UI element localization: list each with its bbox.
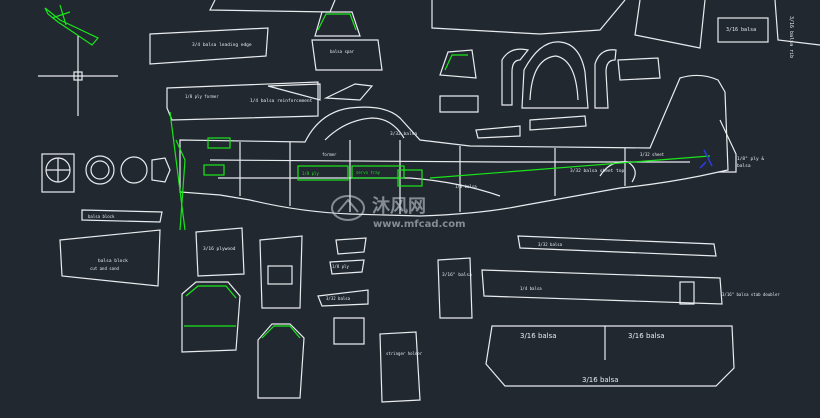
green-tail-sketch [44,4,99,46]
fin-piece-tall [437,257,473,319]
small-strip-2 [529,115,587,131]
hatch-piece [379,331,421,403]
strip-mid [317,289,369,307]
template-arch-1-green [444,54,468,71]
template-curve-b [594,49,617,109]
template-curve-a [501,48,530,106]
watermark-brand: 沐风网 [372,195,426,217]
top-wing-right [431,0,626,35]
former-green-2 [257,323,305,399]
tail-note: 1/8" ply & [737,156,764,162]
elevator-strip [517,235,717,257]
svg-text:3/32 balsa: 3/32 balsa [326,296,351,301]
svg-text:balsa: balsa [737,163,751,169]
wing-panel-label: 3/4 balsa leading edge [192,42,252,48]
ply-plate-label: 3/16 plywood [203,246,236,252]
top-right-rib-box [717,17,769,43]
small-strip [475,125,521,139]
doubler-a [335,237,367,255]
wing-panel [149,27,269,65]
stab-doubler-label: 3/16" balsa stab doubler [722,292,780,297]
svg-text:balsa block: balsa block [88,214,115,219]
fuselage-green-parts: 1/8 ply servo tray [169,111,711,231]
watermark-url: www.mfcad.com [373,219,466,230]
right-edge-spar [774,0,820,46]
template-green-top: balsa spar [311,11,383,71]
watermark-logo: 沐风网 www.mfcad.com [331,195,466,230]
stab-label-left: 3/16 balsa [520,332,557,340]
doubler-label: 1/8 ply [332,264,349,269]
template-arch-big [521,41,589,109]
wing-root-plate [59,229,161,287]
svg-text:former: former [322,152,337,157]
top-strip-left [209,0,336,13]
triangle-piece [267,83,321,101]
stab-label-bottom: 3/16 balsa [582,376,619,384]
svg-text:3/32 balsa: 3/32 balsa [538,242,563,247]
svg-text:3/32 balsa: 3/32 balsa [390,131,417,137]
former-tall [259,235,303,309]
former-green-outline [184,285,237,327]
sheet-note: 3/32 balsa sheet top [570,168,624,174]
fuselage-side-plate [166,81,319,121]
wing-root-label: balsa block [98,258,128,264]
template-arch-1 [439,49,477,79]
stab-label-right: 3/16 balsa [628,332,665,340]
svg-text:balsa spar: balsa spar [330,49,355,54]
template-rib-right [617,57,661,81]
stabilizer-plate: 3/16 balsa 3/16 balsa 3/16 balsa [485,325,735,387]
ply-plate-center [195,227,245,277]
former-green [181,281,241,353]
template-arch-inner [529,55,579,101]
template-arch-2 [439,95,479,113]
top-right-rib-label: 3/16 balsa [726,27,756,33]
stabilizer-strip [481,269,723,305]
svg-text:stringer holder: stringer holder [386,351,423,356]
former-green-2-outline [261,325,301,339]
top-right-spar [634,0,706,49]
former-tall-cutout [267,265,293,285]
fuselage-side-label: 1/4 balsa reinforcement [250,98,313,104]
blue-mark [699,149,713,169]
svg-text:servo tray: servo tray [356,170,381,175]
strip-left-1 [81,209,163,223]
svg-text:1/8 balsa: 1/8 balsa [455,184,477,189]
canopy-strip [323,83,374,101]
svg-text:3/32 sheet: 3/32 sheet [640,152,665,157]
firewall-templates [41,153,171,193]
doubler-b [329,259,365,275]
svg-text:cut and sand: cut and sand [90,266,119,271]
svg-text:1/8 ply: 1/8 ply [302,171,319,176]
stab-tab [679,281,695,305]
crosshair-cursor [38,36,118,116]
right-edge-label: 3/16 balsa rib [788,16,794,58]
fin-piece-label: 3/16" balsa [442,272,472,278]
svg-text:1/8 ply former: 1/8 ply former [185,94,219,99]
fuselage-outline: 3/32 balsa 3/32 sheet 3/32 balsa sheet t… [179,74,729,217]
small-rib-stack [333,317,365,345]
tail-fin-upper [718,119,737,173]
svg-text:1/4 balsa: 1/4 balsa [520,286,542,291]
